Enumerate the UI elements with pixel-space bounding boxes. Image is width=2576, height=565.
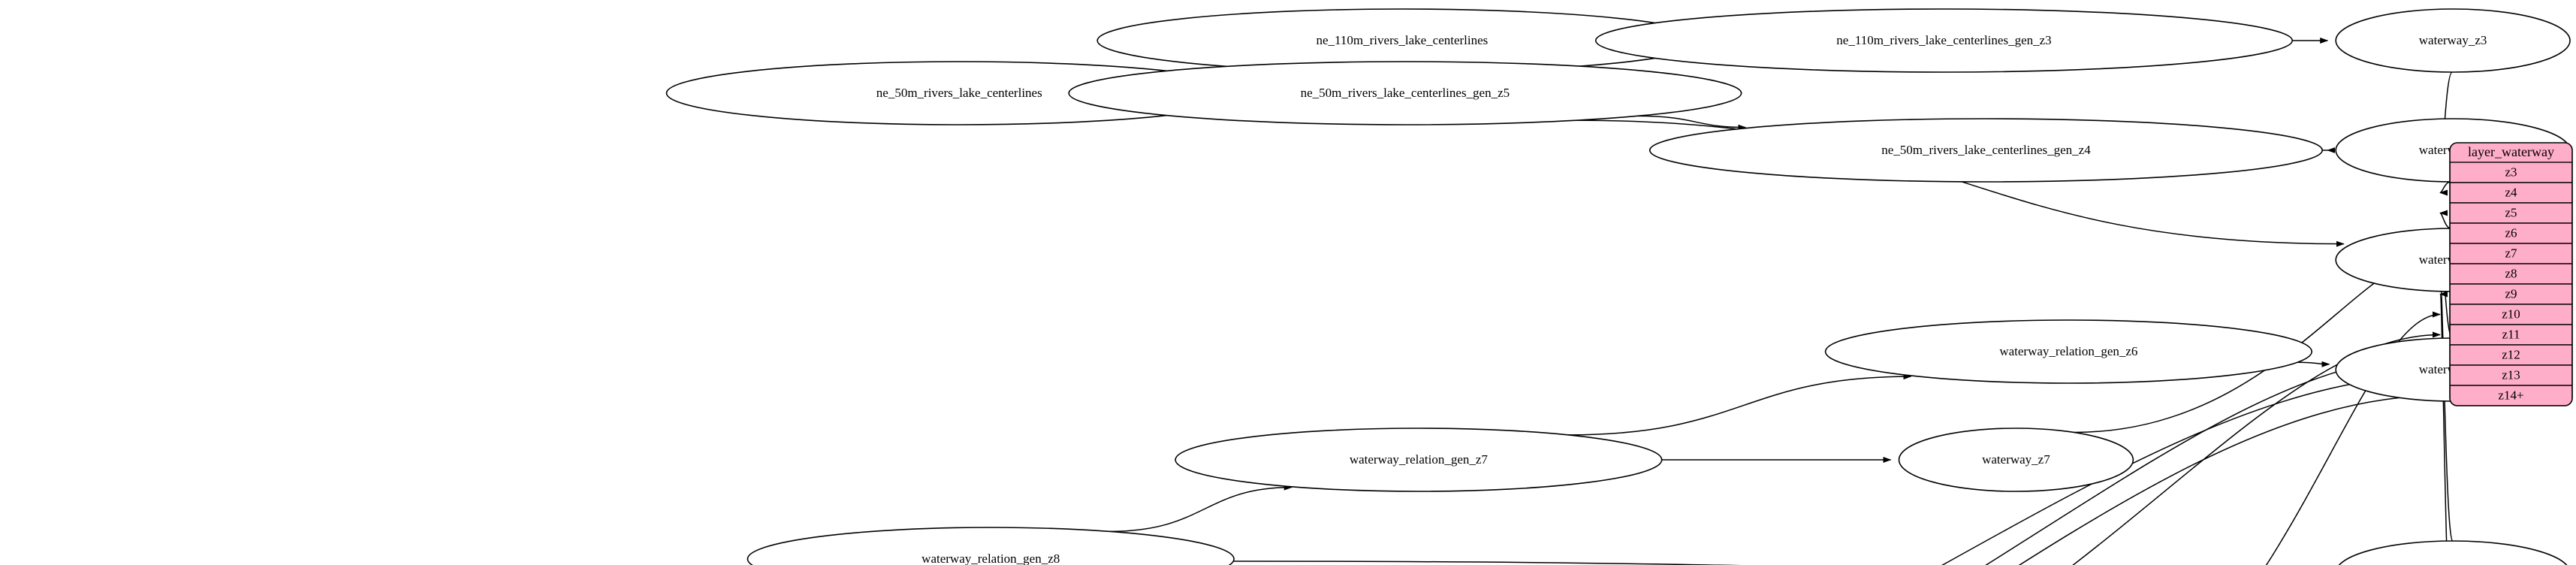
edge-wr_gen_z7-to-wr_gen_z6	[1567, 373, 1912, 436]
graph-node-ne110_gen_z3[interactable]: ne_110m_rivers_lake_centerlines_gen_z3	[1594, 8, 2294, 73]
node-ellipse	[1824, 319, 2313, 384]
graph-node-wr_gen_z8[interactable]: waterway_relation_gen_z8	[747, 527, 1235, 565]
node-ellipse	[1594, 8, 2294, 73]
layer-table-row-label: z9	[2505, 286, 2517, 301]
layer-waterway-table: layer_waterway z3 z4 z5 z6 z7 z8 z9 z10 z11 z12 z13…	[2449, 142, 2573, 406]
node-label: waterway_relation_gen_z7	[1350, 452, 1489, 467]
graph-node-w_z3[interactable]: waterway_z3	[2335, 8, 2571, 73]
node-ellipse	[1175, 428, 1663, 492]
layer-table-row-label: z7	[2505, 246, 2517, 260]
layer-table-row-label: z3	[2505, 165, 2517, 179]
edge-wr_gen_z6-to-w_z6	[2297, 361, 2330, 367]
edge-w_z10-to-layer_z10	[2265, 311, 2441, 565]
node-label: waterway_relation_gen_z8	[922, 551, 1060, 565]
layer-table-row-label: z10	[2502, 307, 2520, 321]
edge-wr_gen_z8-to-w_z8	[1233, 560, 1742, 565]
graph-node-w_z8[interactable]: waterway_z8	[2336, 540, 2570, 565]
graph-node-wr_gen_z6[interactable]: waterway_relation_gen_z6	[1824, 319, 2313, 384]
node-ellipse	[1898, 428, 2134, 492]
node-label: waterway_z7	[1982, 452, 2050, 467]
layer-table-row-z10[interactable]	[2450, 304, 2572, 325]
layer-table-row-label: z4	[2505, 185, 2517, 199]
edge-w_z14-to-layer_z14plus	[2018, 392, 2441, 565]
nodes-group: imposm3osm_waterway_relationosm_waterway…	[665, 8, 2571, 565]
edge-w_z4-to-layer_z4	[2439, 181, 2451, 196]
layer-table-row-label: z14+	[2498, 388, 2523, 402]
node-label: waterway_z3	[2419, 33, 2487, 47]
edge-w_z12-to-layer_z12	[1985, 352, 2441, 565]
layer-table-row-z7[interactable]	[2450, 243, 2572, 264]
layer-table-row-z14plus[interactable]	[2450, 385, 2572, 406]
layer-table-header: layer_waterway	[2468, 144, 2554, 159]
graph-node-wr_gen_z7[interactable]: waterway_relation_gen_z7	[1175, 428, 1663, 492]
graph-node-w_z7[interactable]: waterway_z7	[1898, 428, 2134, 492]
layer-table-row-label: z6	[2505, 225, 2517, 240]
edge-w_z13-to-layer_z13	[1941, 372, 2441, 565]
layer-table-row-z11[interactable]	[2450, 324, 2572, 346]
edge-w_z5-to-layer_z5	[2439, 210, 2451, 229]
layer-table-row-z5[interactable]	[2450, 202, 2572, 224]
layer-table-row-label: z8	[2505, 266, 2517, 280]
layer-table-row-label: z12	[2502, 347, 2520, 361]
node-label: ne_50m_rivers_lake_centerlines_gen_z4	[1881, 143, 2091, 157]
edge-ne50_gen_z5-to-ne50_gen_z4	[1637, 115, 1747, 131]
node-ellipse	[2335, 8, 2571, 73]
node-ellipse	[747, 527, 1235, 565]
node-label: ne_110m_rivers_lake_centerlines_gen_z3	[1836, 33, 2051, 47]
layer-table-row-label: z11	[2502, 327, 2520, 341]
graph-node-ne50_gen_z5[interactable]: ne_50m_rivers_lake_centerlines_gen_z5	[1068, 61, 1742, 125]
layer-table-row-z8[interactable]	[2450, 263, 2572, 285]
graph-node-ne50_gen_z4[interactable]: ne_50m_rivers_lake_centerlines_gen_z4	[1648, 118, 2323, 183]
edge-w_z9-to-layer_z9	[2439, 292, 2448, 565]
node-ellipse	[1068, 61, 1742, 125]
node-label: waterway_relation_gen_z6	[1999, 344, 2137, 358]
edge-wr_gen_z8-to-wr_gen_z7	[1109, 484, 1293, 533]
node-ellipse	[1648, 118, 2323, 183]
node-label: ne_50m_rivers_lake_centerlines_gen_z5	[1301, 86, 1510, 100]
node-label: ne_50m_rivers_lake_centerlines	[876, 86, 1042, 100]
node-label: ne_110m_rivers_lake_centerlines	[1317, 33, 1489, 47]
node-ellipse	[2338, 540, 2568, 565]
layer-table-row-label: z13	[2502, 367, 2520, 382]
layer-table-row-label: z5	[2505, 205, 2517, 219]
layer-table-row-z13[interactable]	[2450, 364, 2572, 386]
